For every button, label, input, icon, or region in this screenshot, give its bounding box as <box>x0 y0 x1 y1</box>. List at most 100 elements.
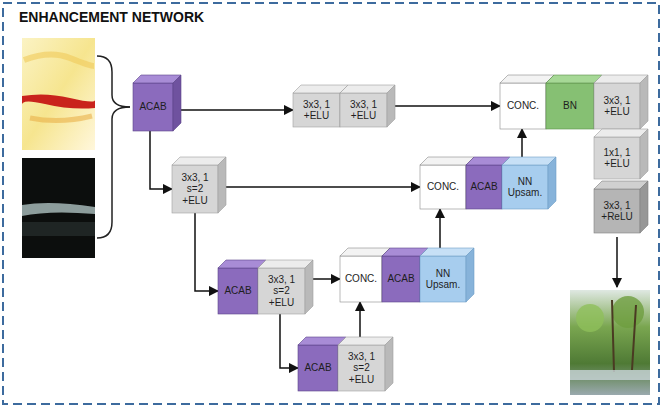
cube-top <box>502 157 556 165</box>
cube-top <box>594 181 648 189</box>
block-label: 3x3, 1 s=2 +ELU <box>174 172 216 207</box>
block-label: BN <box>563 100 577 112</box>
arrow-connector <box>195 213 218 291</box>
image-ground <box>22 38 95 150</box>
attention-block: ACAB <box>218 268 258 314</box>
input-image-2 <box>22 158 95 258</box>
image-trunk <box>612 300 636 372</box>
concat-block: CONC. <box>340 256 382 302</box>
input-image-1 <box>22 38 95 150</box>
cube-top <box>172 157 226 165</box>
block-label: 3x3, 1 +ReLU <box>596 200 638 223</box>
conv-layer-block: 3x3, 1 +ELU <box>293 93 340 127</box>
conv-layer-block: 3x3, 1 s=2 +ELU <box>338 345 385 391</box>
cube-top <box>340 85 395 93</box>
cube-front <box>133 83 173 131</box>
cube-front <box>258 268 305 314</box>
conv-layer-block: 3x3, 1 +ReLU <box>594 189 640 233</box>
arrow-connector <box>181 109 293 111</box>
cube-side <box>466 248 474 302</box>
block-label: ACAB <box>470 181 497 193</box>
arrow-connector <box>439 209 441 248</box>
cube-front <box>546 83 594 129</box>
input-bracket <box>97 107 130 238</box>
image-foliage <box>612 296 644 328</box>
cube-front <box>340 93 387 127</box>
image-foliage <box>576 304 604 332</box>
cube-front <box>420 165 466 209</box>
block-label: ACAB <box>387 273 414 285</box>
attention-block: ACAB <box>466 165 502 209</box>
image-water <box>570 370 650 380</box>
image-smudge <box>24 54 94 66</box>
arrow-connector <box>521 129 523 157</box>
image-ground <box>22 158 95 258</box>
arrow-connector <box>280 314 298 368</box>
block-label: ACAB <box>304 362 331 374</box>
block-label: ACAB <box>224 285 251 297</box>
cube-front <box>594 189 640 233</box>
cube-side <box>640 181 648 233</box>
cube-top <box>340 248 390 256</box>
upsample-block: NN Upsam. <box>502 165 548 209</box>
input-bracket <box>97 56 130 107</box>
batchnorm-block: BN <box>546 83 594 129</box>
image-streak <box>22 94 95 108</box>
conv-layer-block: 3x3, 1 +ELU <box>594 83 640 129</box>
cube-front <box>420 256 466 302</box>
cube-side <box>218 157 226 213</box>
attention-block: ACAB <box>133 83 173 131</box>
diagram-title: ENHANCEMENT NETWORK <box>17 9 206 25</box>
block-label: 3x3, 1 s=2 +ELU <box>260 274 303 309</box>
cube-top <box>594 75 648 83</box>
cube-front <box>502 165 548 209</box>
upsample-block: NN Upsam. <box>420 256 466 302</box>
cube-side <box>548 157 556 209</box>
cube-top <box>258 260 313 268</box>
attention-block: ACAB <box>382 256 420 302</box>
arrow-connector <box>395 105 500 107</box>
image-band <box>22 222 95 236</box>
concat-block: CONC. <box>420 165 466 209</box>
block-label: 3x3, 1 +ELU <box>342 99 385 122</box>
cube-side <box>385 337 393 391</box>
block-label: NN Upsam. <box>422 268 464 291</box>
arrow-connector <box>313 278 340 280</box>
conv-layer-block: 1x1, 1 +ELU <box>594 137 640 179</box>
attention-block: ACAB <box>298 345 338 391</box>
cube-side <box>640 75 648 129</box>
image-ground <box>570 290 650 395</box>
conv-layer-block: 3x3, 1 s=2 +ELU <box>258 268 305 314</box>
block-label: 3x3, 1 +ELU <box>295 99 338 122</box>
cube-front <box>172 165 218 213</box>
cube-front <box>218 268 258 314</box>
cube-front <box>298 345 338 391</box>
cube-top <box>293 85 348 93</box>
cube-top <box>338 337 393 345</box>
cube-front <box>500 83 546 129</box>
image-smudge <box>30 116 92 121</box>
image-streak <box>22 203 95 216</box>
cube-front <box>338 345 385 391</box>
block-label: CONC. <box>507 100 539 112</box>
output-image <box>570 290 650 395</box>
block-label: ACAB <box>139 101 166 113</box>
conv-layer-block: 3x3, 1 s=2 +ELU <box>172 165 218 213</box>
cube-top <box>500 75 554 83</box>
cube-front <box>293 93 340 127</box>
cube-front <box>594 83 640 129</box>
cube-top <box>420 248 474 256</box>
cube-front <box>594 137 640 179</box>
cube-side <box>305 260 313 314</box>
dashed-frame <box>3 3 659 404</box>
block-label: 3x3, 1 +ELU <box>596 95 638 118</box>
block-label: NN Upsam. <box>504 176 546 199</box>
cube-top <box>594 129 648 137</box>
block-label: CONC. <box>427 181 459 193</box>
block-label: 3x3, 1 s=2 +ELU <box>340 351 383 386</box>
cube-front <box>466 165 502 209</box>
arrow-connector <box>226 186 420 188</box>
conv-layer-block: 3x3, 1 +ELU <box>340 93 387 127</box>
cube-front <box>340 256 382 302</box>
cube-front <box>382 256 420 302</box>
